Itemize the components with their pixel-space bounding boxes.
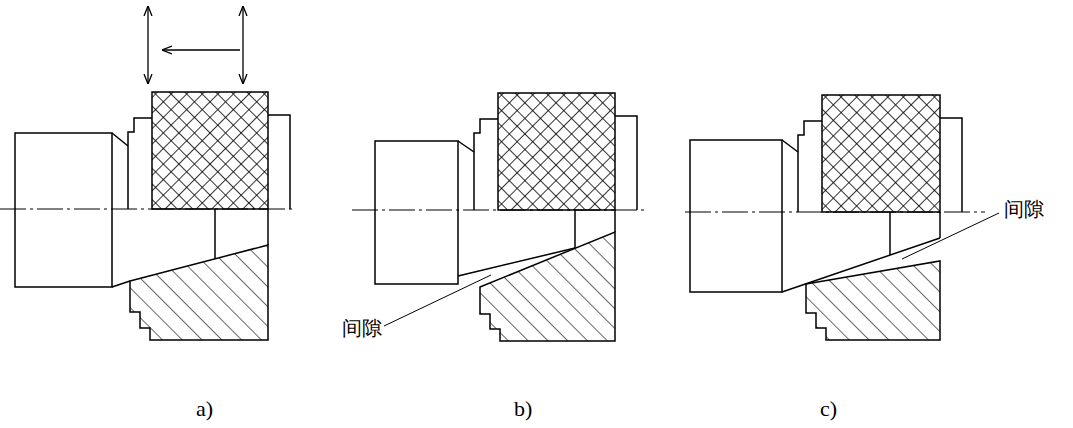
panel-label: b) (514, 396, 532, 422)
chamfer (782, 140, 798, 152)
workpiece-shaft (375, 141, 458, 284)
leader-line (384, 275, 491, 326)
panel-label: a) (196, 396, 213, 422)
side-plate (940, 118, 962, 212)
workpiece-edge (574, 210, 576, 248)
gap-label: 间隙 (342, 316, 382, 340)
gap-label: 间隙 (1004, 197, 1044, 221)
side-plate (128, 118, 152, 209)
panel-c (685, 95, 985, 340)
panel-label: c) (820, 396, 837, 422)
center-line (0, 209, 292, 210)
support-block (130, 245, 268, 340)
radial-arrow (147, 6, 148, 84)
chamfer (458, 141, 474, 152)
support-block (480, 232, 615, 341)
panel-a (0, 92, 292, 340)
center-line (685, 212, 985, 213)
support-block (806, 261, 940, 340)
leader-lines (384, 213, 999, 326)
knurl-wheel (822, 95, 940, 212)
knurl-wheel (498, 93, 615, 210)
workpiece-taper (458, 248, 575, 276)
workpiece-edge (267, 209, 269, 245)
side-plate (798, 121, 822, 212)
workpiece-shaft (15, 133, 112, 287)
radial-arrow (242, 6, 243, 84)
knurl-wheel (152, 92, 268, 209)
workpiece-edge (112, 281, 130, 287)
workpiece-taper (782, 238, 940, 292)
workpiece-edge (214, 209, 216, 259)
side-plate (268, 115, 290, 209)
side-plate (615, 116, 637, 210)
side-plate (474, 119, 498, 210)
workpiece-edge (939, 212, 941, 238)
feed-arrows (148, 6, 243, 84)
axial-arrow (162, 49, 240, 50)
workpiece-edge (614, 210, 616, 232)
center-line (352, 210, 644, 211)
chamfer (112, 133, 128, 146)
leader-line (902, 213, 999, 259)
panel-b (352, 93, 644, 341)
workpiece-shaft (690, 140, 782, 292)
workpiece-edge (889, 212, 891, 255)
